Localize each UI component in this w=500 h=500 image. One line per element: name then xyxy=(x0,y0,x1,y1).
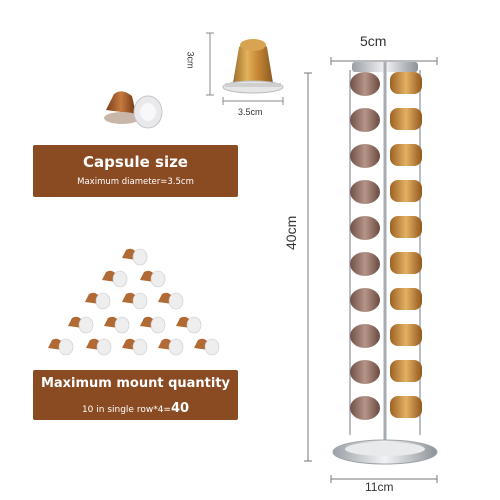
top-capsule-group: 3cm 3.5cm xyxy=(186,25,305,120)
mount-quantity-prefix: 10 in single row*4= xyxy=(81,405,171,415)
mount-quantity-subtitle: 10 in single row*4=40 xyxy=(33,397,238,416)
rack-top-width-label: 5cm xyxy=(360,33,387,49)
capsule-size-subtitle: Maximum diameter=3.5cm xyxy=(77,177,194,187)
capsule-width-label: 3.5cm xyxy=(238,107,263,117)
capsule-pyramid-image xyxy=(47,248,220,356)
rack-height-dimension-line xyxy=(304,72,312,462)
mount-quantity-banner: Maximum mount quantity 10 in single row*… xyxy=(33,370,238,420)
capsule-size-title: Capsule size xyxy=(83,153,188,171)
capsule-size-banner: Capsule size Maximum diameter=3.5cm xyxy=(33,145,238,197)
capsule-pair-image xyxy=(104,91,163,129)
capsule-rack-image xyxy=(332,62,438,465)
small-capsules-pair xyxy=(100,82,170,137)
capsule-pyramid xyxy=(40,240,230,365)
mount-quantity-title: Maximum mount quantity xyxy=(40,376,231,391)
mount-quantity-value: 40 xyxy=(170,401,190,416)
rack-top-dimension-line xyxy=(330,52,438,65)
rack-base-width-label: 11cm xyxy=(365,480,394,494)
rack-height-label: 40cm xyxy=(283,215,299,250)
capsule-height-label: 3cm xyxy=(185,51,196,69)
rack-base-dimension-line xyxy=(330,470,438,483)
capsule-rack-tower xyxy=(330,60,440,470)
top-capsule-image xyxy=(206,32,284,105)
